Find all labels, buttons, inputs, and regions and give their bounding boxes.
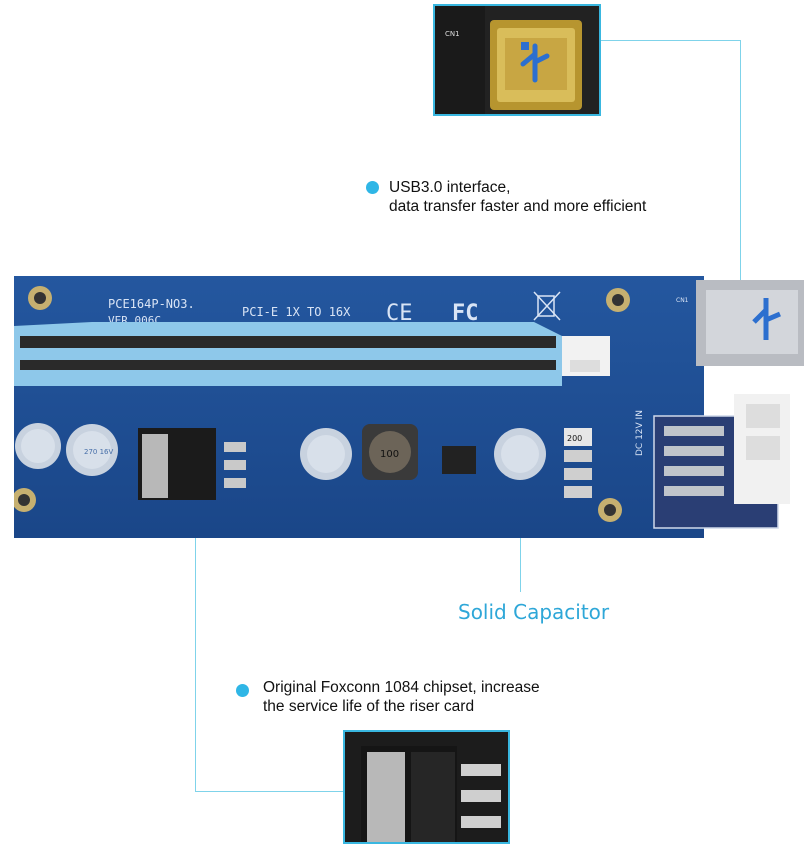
small-ic xyxy=(442,446,476,474)
slot-type-label: PCI-E 1X TO 16X xyxy=(242,305,351,319)
smd-components: 200 xyxy=(564,428,592,498)
power-input-label: DC 12V IN xyxy=(635,410,645,456)
cn1-silk-label: CN1 xyxy=(445,30,460,38)
pcie-x16-slot xyxy=(14,322,610,386)
usb-callout-bullet xyxy=(366,181,379,194)
chipset-closeup xyxy=(343,730,510,844)
chipset-callout-text: Original Foxconn 1084 chipset, increase … xyxy=(263,678,540,716)
board-cn1-label: CN1 xyxy=(676,297,689,304)
usb-connector-line-horizontal xyxy=(601,40,741,41)
capacitors: 270 16V xyxy=(15,423,546,480)
fc-mark: FC xyxy=(452,301,479,326)
chip-connector-line-vertical xyxy=(195,528,196,792)
chipset-callout-bullet xyxy=(236,684,249,697)
inductor-value: 100 xyxy=(380,449,399,460)
chipset-callout-line1: Original Foxconn 1084 chipset, increase xyxy=(263,679,540,696)
ce-mark: CE xyxy=(386,301,413,326)
solid-capacitor-label: Solid Capacitor xyxy=(458,600,610,624)
inductor: 100 xyxy=(362,424,418,480)
riser-board: PCE164P-NO3. VER 006C PCI-E 1X TO 16X CE… xyxy=(12,276,805,538)
weee-bin-icon xyxy=(533,291,561,321)
capacitor-value: 270 16V xyxy=(84,448,113,456)
usb-callout-line1: USB3.0 interface, xyxy=(389,179,511,196)
resistor-value: 200 xyxy=(567,434,582,443)
board-usb-port: CN1 xyxy=(676,280,804,366)
regulator-chip xyxy=(138,428,246,500)
usb-callout-line2: data transfer faster and more efficient xyxy=(389,198,647,215)
capacitor-connector-line xyxy=(520,530,521,592)
mounting-holes xyxy=(12,286,630,522)
chipset-callout-line2: the service life of the riser card xyxy=(263,698,475,715)
usb-connector-line-vertical xyxy=(740,40,741,280)
chip-connector-line-horizontal xyxy=(195,791,345,792)
usb-port-closeup: CN1 xyxy=(433,4,601,116)
usb-callout-text: USB3.0 interface, data transfer faster a… xyxy=(389,178,646,216)
power-connector: DC 12V IN xyxy=(635,394,790,529)
board-model-label: PCE164P-NO3. xyxy=(108,297,195,311)
